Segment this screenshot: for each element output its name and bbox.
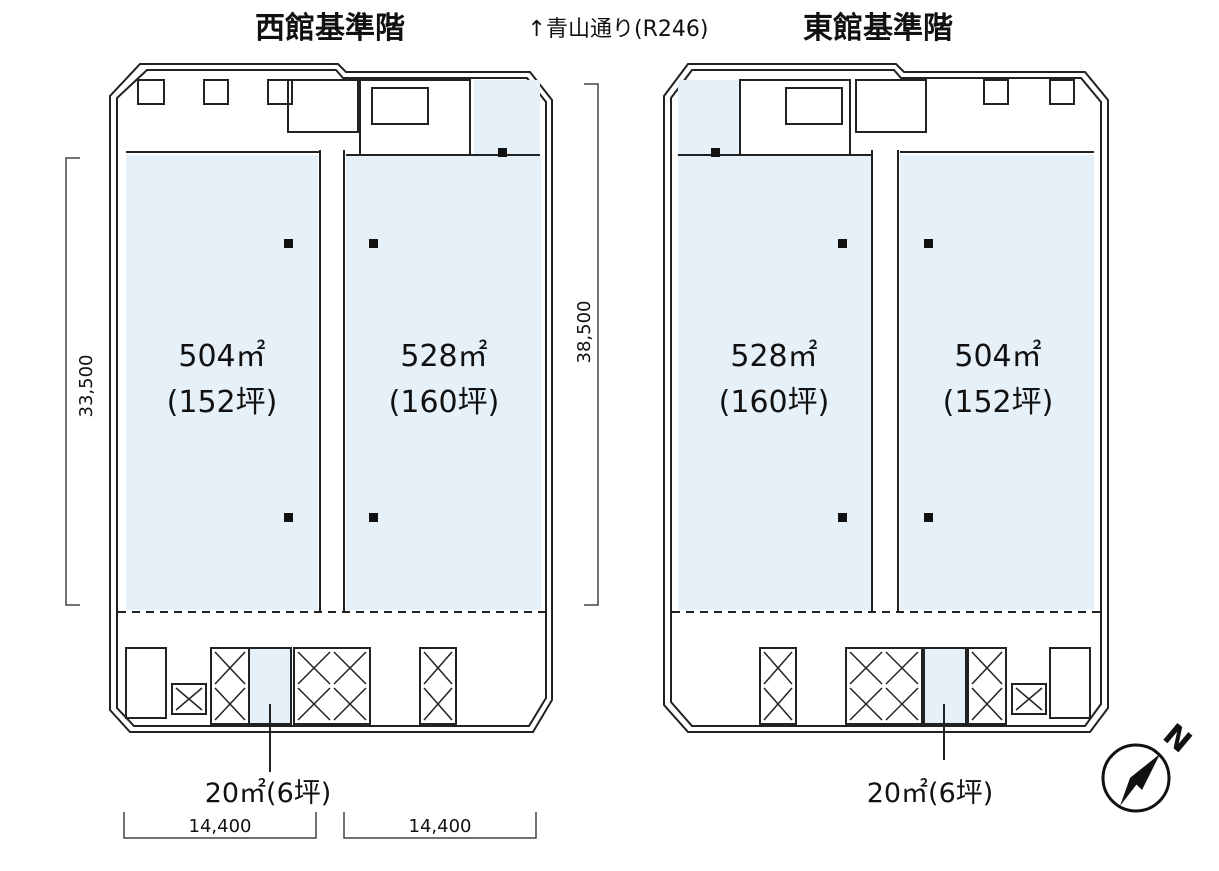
- dimension-lines: [65, 83, 599, 839]
- west-right-area: 528㎡: [400, 339, 487, 374]
- dim-bottom-left: 14,400: [189, 816, 252, 837]
- west-office-left: [126, 155, 318, 610]
- west-left-area: 504㎡: [178, 339, 265, 374]
- east-title: 東館基準階: [803, 11, 953, 46]
- west-office-right: [346, 155, 541, 610]
- street-label: ↑青山通り(R246): [528, 17, 709, 42]
- west-core-area: 20㎡(6坪): [205, 778, 332, 809]
- dim-west-height: 33,500: [76, 355, 97, 418]
- east-office-left: [678, 155, 872, 610]
- compass-n-label: N: [1156, 717, 1198, 760]
- west-title: 西館基準階: [255, 11, 405, 46]
- elevator-marks: [175, 651, 1043, 721]
- west-right-tsubo: (160坪): [389, 385, 500, 420]
- east-building: [663, 63, 1109, 733]
- east-office-right: [900, 155, 1094, 610]
- east-right-tsubo: (152坪): [943, 385, 1054, 420]
- east-left-tsubo: (160坪): [719, 385, 830, 420]
- dim-bottom-right: 14,400: [409, 816, 472, 837]
- west-left-tsubo: (152坪): [167, 385, 278, 420]
- east-left-area: 528㎡: [730, 339, 817, 374]
- east-right-area: 504㎡: [954, 339, 1041, 374]
- west-building: [109, 63, 553, 733]
- dim-east-height: 38,500: [574, 301, 595, 364]
- east-core-area: 20㎡(6坪): [867, 778, 994, 809]
- north-compass-icon: N: [1101, 717, 1198, 813]
- columns: [284, 148, 933, 522]
